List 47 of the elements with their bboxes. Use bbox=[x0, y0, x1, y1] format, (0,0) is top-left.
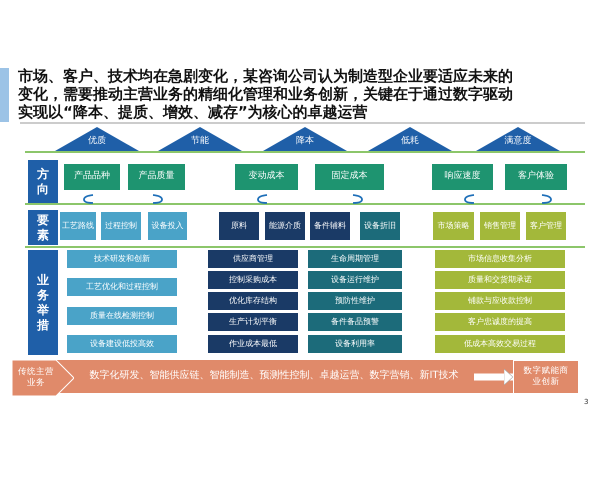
measure-box: 备件备品预警 bbox=[308, 313, 402, 331]
measure-box: 质量和交货期承诺 bbox=[435, 271, 565, 289]
direction-box: 固定成本 bbox=[315, 164, 384, 190]
measure-box: 工艺优化和过程控制 bbox=[67, 278, 177, 296]
triangle-shape: 满意度 bbox=[476, 127, 560, 151]
factor-box: 客户管理 bbox=[526, 212, 566, 240]
measure-box: 设备运行维护 bbox=[308, 271, 402, 289]
measure-box: 生产计划平衡 bbox=[208, 313, 298, 331]
direction-box: 产品质量 bbox=[128, 164, 185, 190]
measure-box: 供应商管理 bbox=[208, 250, 298, 268]
arrow bbox=[474, 368, 514, 386]
measure-box: 作业成本最低 bbox=[208, 335, 298, 353]
measure-box: 客户忠诚度的提高 bbox=[435, 313, 565, 331]
measure-box: 市场信息收集分析 bbox=[435, 250, 565, 268]
direction-box: 产品品种 bbox=[64, 164, 120, 190]
factor-box: 设备折旧 bbox=[360, 212, 400, 240]
measure-box: 质量在线检测控制 bbox=[67, 307, 177, 325]
direction-box: 变动成本 bbox=[235, 164, 298, 190]
measure-box: 设备建设低投高效 bbox=[67, 335, 177, 353]
heading: 市场、客户、技术均在急剧变化，某咨询公司认为制造型企业要适应未来的变化，需要推动主营业务的精细化管理和业务创新，关键在于通过数字驱动实现以“降本、提质、增效、减存”为核心的卓越运营 bbox=[18, 67, 514, 121]
row-header: 业务举措 bbox=[28, 250, 58, 355]
factor-box: 能源介质 bbox=[265, 212, 305, 240]
row-header: 要素 bbox=[28, 210, 58, 245]
band-text: 数字化研发、智能供应链、智能制造、预测性控制、卓越运营、数字营销、新IT技术 bbox=[78, 362, 470, 390]
measure-box: 生命周期管理 bbox=[308, 250, 402, 268]
measure-box: 铺款与应收款控制 bbox=[435, 292, 565, 310]
factor-box: 原料 bbox=[219, 212, 259, 240]
measure-box: 设备利用率 bbox=[308, 335, 402, 353]
innovation-box: 数字赋能商业创新 bbox=[513, 361, 578, 393]
measure-box: 控制采购成本 bbox=[208, 271, 298, 289]
triangle-shape: 低耗 bbox=[368, 127, 452, 151]
row-header: 方向 bbox=[28, 160, 58, 203]
factor-box: 过程控制 bbox=[101, 212, 141, 240]
direction-box: 响应速度 bbox=[432, 164, 493, 190]
direction-box: 客户体验 bbox=[505, 164, 567, 190]
factor-box: 设备投入 bbox=[148, 212, 187, 240]
measure-box: 低成本高效交易过程 bbox=[435, 335, 565, 353]
triangle-shape: 降本 bbox=[263, 127, 347, 151]
factor-box: 销售管理 bbox=[480, 212, 520, 240]
factor-box: 市场策略 bbox=[433, 212, 474, 240]
measure-box: 技术研发和创新 bbox=[67, 250, 177, 268]
measure-box: 预防性维护 bbox=[308, 292, 402, 310]
factor-box: 备件辅料 bbox=[310, 212, 350, 240]
measure-box: 优化库存结构 bbox=[208, 292, 298, 310]
triangle-shape: 节能 bbox=[158, 127, 242, 151]
triangle-shape: 优质 bbox=[55, 127, 139, 151]
factor-box: 工艺路线 bbox=[60, 212, 96, 240]
